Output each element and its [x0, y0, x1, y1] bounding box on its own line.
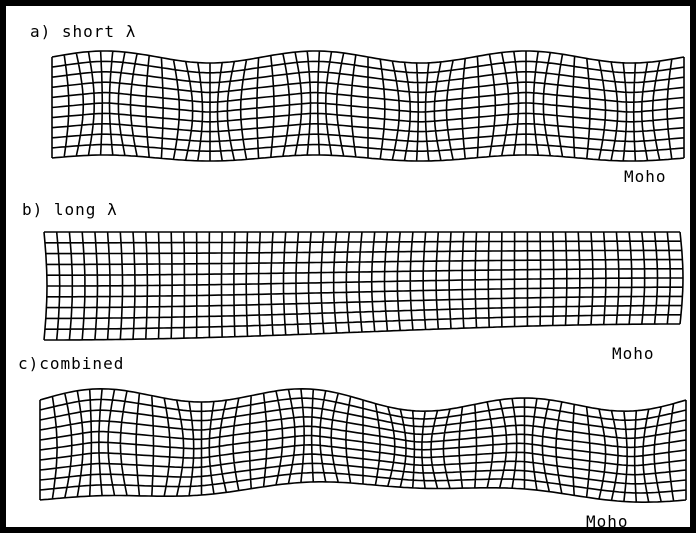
panel-c-moho-label: Moho	[586, 512, 629, 531]
panel-b-moho-label: Moho	[612, 344, 655, 363]
panel-c-grid	[40, 389, 686, 502]
panel-b-grid	[44, 232, 683, 340]
panel-b-mesh	[44, 232, 683, 340]
panel-a-label: a) short λ	[30, 22, 136, 41]
panel-c-label: c)combined	[18, 354, 124, 373]
panel-c-mesh	[40, 389, 686, 502]
panel-b-label: b) long λ	[22, 200, 118, 219]
panel-a-mesh	[52, 51, 684, 161]
panel-a-grid	[52, 51, 684, 161]
panel-a-moho-label: Moho	[624, 167, 667, 186]
